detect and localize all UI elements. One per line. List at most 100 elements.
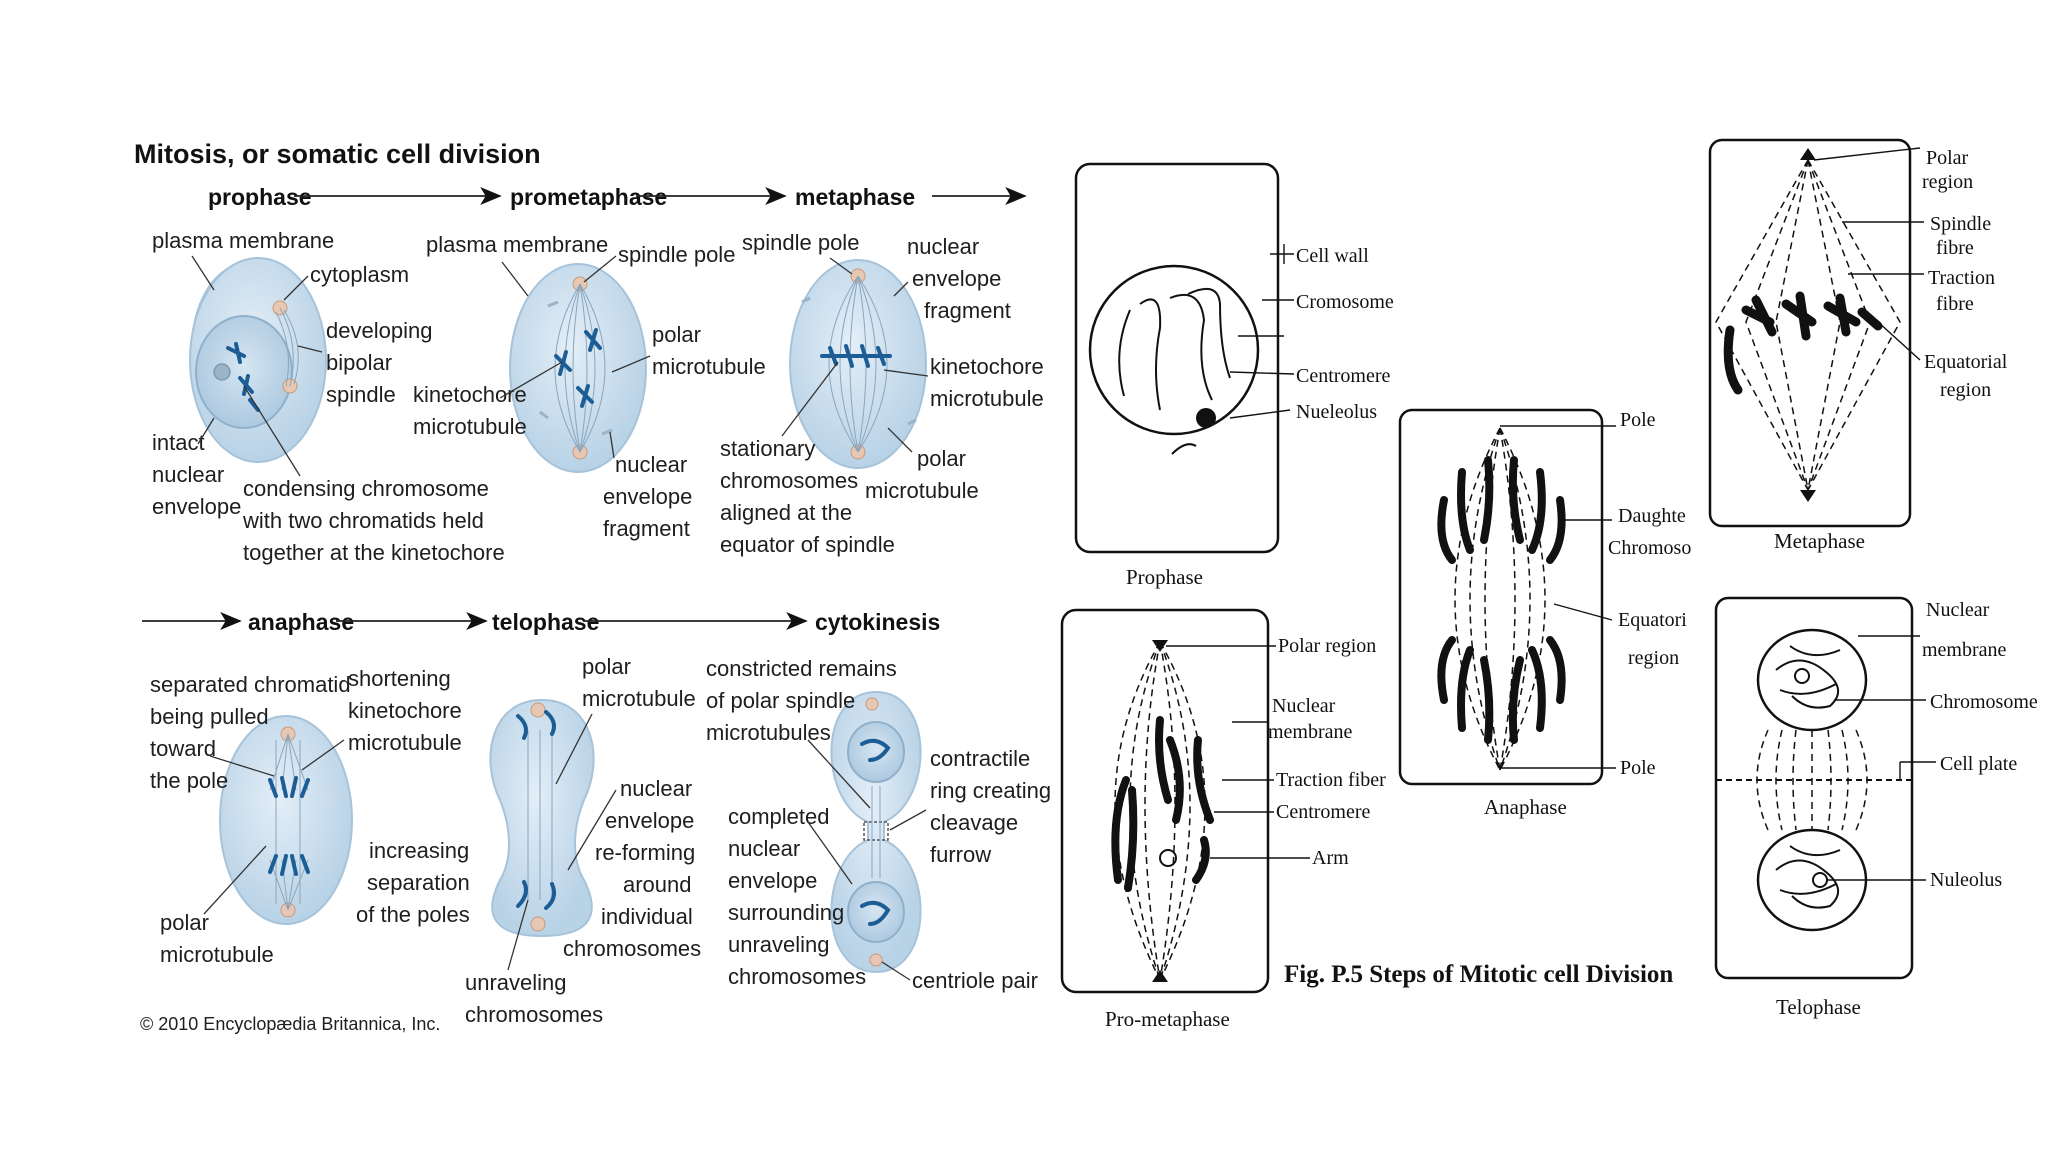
caption-metaphase: Metaphase — [1774, 529, 1865, 553]
label-increasing-line1: increasing — [369, 838, 469, 863]
label-completed-line3: envelope — [728, 868, 817, 893]
label-fragment-line1: nuclear — [907, 234, 979, 259]
cytokinesis-cell — [830, 690, 922, 974]
label-plasma-membrane: plasma membrane — [152, 228, 334, 253]
label-nuclear-line2: membrane — [1268, 721, 1353, 743]
label-equatorial-line1: Equatori — [1618, 609, 1687, 631]
copyright-notice: © 2010 Encyclopædia Britannica, Inc. — [140, 1014, 440, 1034]
label-polar-line1: Polar — [1926, 147, 1969, 169]
bw-telophase: Nuclear membrane Chromosome Cell plate N… — [1714, 596, 2038, 1019]
label-fragment-line3: fragment — [603, 516, 690, 541]
label-polar-line1: polar — [652, 322, 701, 347]
label-centromere: Centromere — [1276, 801, 1371, 823]
label-polar-line2: region — [1922, 171, 1973, 193]
label-increasing-line3: of the poles — [356, 902, 470, 927]
caption-prophase: Prophase — [1126, 565, 1203, 589]
label-spindle-pole: spindle pole — [742, 230, 859, 255]
label-ring-line4: furrow — [930, 842, 991, 867]
label-traction-line1: Traction — [1928, 267, 1995, 289]
label-cytoplasm: cytoplasm — [310, 262, 409, 287]
label-shortening-line3: microtubule — [348, 730, 462, 755]
prometaphase-labels: plasma membrane spindle pole polar micro… — [413, 232, 766, 541]
caption-telophase: Telophase — [1776, 995, 1861, 1019]
phase-label-cytokinesis: cytokinesis — [815, 609, 940, 635]
label-fragment-line3: fragment — [924, 298, 1011, 323]
bw-prophase: Cell wall Cromosome Centromere Nueleolus… — [1074, 162, 1394, 589]
label-reforming-line5: individual — [601, 904, 693, 929]
label-cromosome: Cromosome — [1296, 291, 1394, 313]
label-fragment-line2: envelope — [603, 484, 692, 509]
label-polar-line2: microtubule — [582, 686, 696, 711]
label-polar-line2: microtubule — [652, 354, 766, 379]
phase-label-prophase: prophase — [208, 184, 312, 210]
label-equatorial-line2: region — [1628, 647, 1679, 669]
label-traction-fiber: Traction fiber — [1276, 769, 1386, 791]
diagram-title: Mitosis, or somatic cell division — [134, 139, 541, 169]
label-separated-line1: separated chromatid — [150, 672, 351, 697]
label-plasma-membrane: plasma membrane — [426, 232, 608, 257]
label-kinetochore-line2: microtubule — [413, 414, 527, 439]
label-separated-line2: being pulled — [150, 704, 269, 729]
label-nuclear-line1: Nuclear — [1926, 599, 1990, 621]
metaphase-labels: spindle pole nuclear envelope fragment k… — [720, 230, 1044, 557]
label-daughter-line2: Chromoso — [1608, 537, 1691, 559]
label-remains-line2: of polar spindle — [706, 688, 855, 713]
label-completed-line6: chromosomes — [728, 964, 866, 989]
label-chromosome-line3: together at the kinetochore — [243, 540, 505, 565]
anaphase-cell — [219, 715, 353, 925]
label-separated-line4: the pole — [150, 768, 228, 793]
label-nuclear-line2: membrane — [1922, 639, 2007, 661]
label-polar-line2: microtubule — [160, 942, 274, 967]
label-envelope-line1: intact — [152, 430, 205, 455]
label-completed-line4: surrounding — [728, 900, 844, 925]
label-fragment-line1: nuclear — [615, 452, 687, 477]
bw-anaphase: Pole Daughte Chromoso Equatori region Po… — [1398, 408, 1691, 819]
label-kinetochore-line2: microtubule — [930, 386, 1044, 411]
label-reforming-line2: envelope — [605, 808, 694, 833]
label-remains-line3: microtubules — [706, 720, 831, 745]
label-polar-region: Polar region — [1278, 635, 1376, 657]
label-nueleolus: Nueleolus — [1296, 401, 1377, 423]
label-pole-top: Pole — [1620, 409, 1656, 431]
label-kinetochore-line1: kinetochore — [930, 354, 1044, 379]
label-polar-line1: polar — [160, 910, 209, 935]
label-stationary-line3: aligned at the — [720, 500, 852, 525]
phase-label-metaphase: metaphase — [795, 184, 915, 210]
prophase-cell-body — [189, 257, 327, 463]
prometaphase-cell — [509, 263, 647, 473]
telophase-cell — [489, 698, 595, 938]
label-envelope-line3: envelope — [152, 494, 241, 519]
label-ring-line2: ring creating — [930, 778, 1051, 803]
label-polar-line1: polar — [582, 654, 631, 679]
label-completed-line1: completed — [728, 804, 830, 829]
phase-label-anaphase: anaphase — [248, 609, 354, 635]
label-unraveling-line2: chromosomes — [465, 1002, 603, 1027]
label-envelope-line2: nuclear — [152, 462, 224, 487]
caption-prometaphase: Pro-metaphase — [1105, 1007, 1230, 1031]
metaphase-cell — [789, 259, 927, 469]
label-spindle-pole: spindle pole — [618, 242, 735, 267]
cytokinesis-labels: constricted remains of polar spindle mic… — [706, 656, 1051, 993]
prophase-labels: plasma membrane cytoplasm developing bip… — [152, 228, 505, 565]
label-spindle-line2: bipolar — [326, 350, 392, 375]
label-stationary-line1: stationary — [720, 436, 815, 461]
label-spindle-line1: Spindle — [1930, 213, 1991, 235]
label-reforming-line1: nuclear — [620, 776, 692, 801]
label-arm: Arm — [1312, 847, 1349, 869]
label-daughter-line1: Daughte — [1618, 505, 1686, 527]
label-kinetochore-line1: kinetochore — [413, 382, 527, 407]
label-remains-line1: constricted remains — [706, 656, 897, 681]
bw-prometaphase: Polar region Nuclear membrane Traction f… — [1060, 608, 1386, 1031]
label-cell-wall: Cell wall — [1296, 245, 1369, 267]
label-reforming-line4: around — [623, 872, 692, 897]
label-fragment-line2: envelope — [912, 266, 1001, 291]
anaphase-labels: separated chromatid being pulled toward … — [150, 666, 470, 967]
label-shortening-line1: shortening — [348, 666, 451, 691]
bw-metaphase: Polar region Spindle fibre Traction fibr… — [1708, 138, 2008, 553]
label-stationary-line4: equator of spindle — [720, 532, 895, 557]
label-completed-line2: nuclear — [728, 836, 800, 861]
label-pole-bottom: Pole — [1620, 757, 1656, 779]
telophase-labels: polar microtubule nuclear envelope re-fo… — [465, 654, 701, 1027]
label-stationary-line2: chromosomes — [720, 468, 858, 493]
